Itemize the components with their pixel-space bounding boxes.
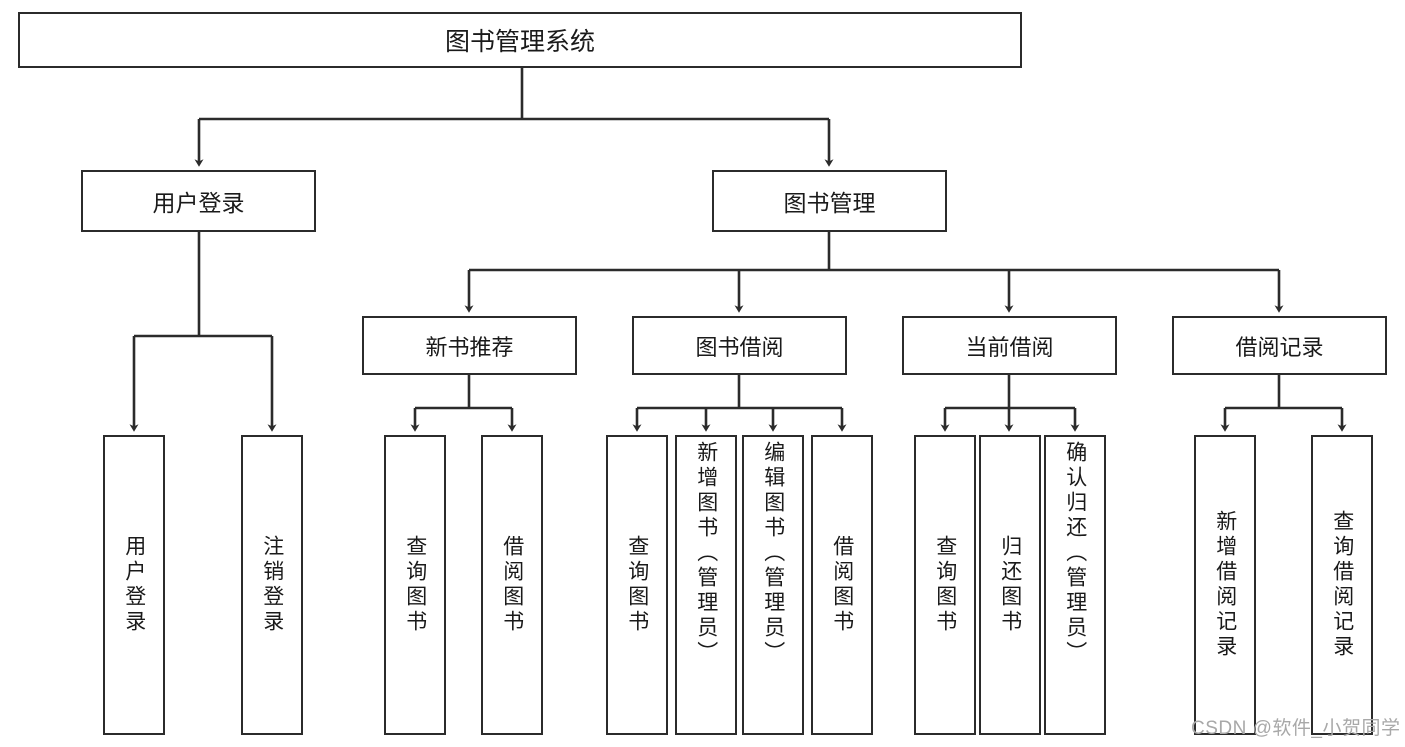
node-label: 借阅图书 xyxy=(500,535,524,635)
node-label: 当前借阅 xyxy=(965,334,1054,360)
leaf-user-login-logout[interactable]: 注销登录 xyxy=(241,435,303,735)
leaf-current-return-book[interactable]: 归还图书 xyxy=(979,435,1041,735)
node-label: 查询图书 xyxy=(625,535,649,635)
leaf-current-confirm-return-admin[interactable]: 确认归还（管理员） xyxy=(1044,435,1106,735)
leaf-borrow-query-book[interactable]: 查询图书 xyxy=(606,435,668,735)
node-new-book-recommend[interactable]: 新书推荐 xyxy=(362,316,577,375)
leaf-user-login-login[interactable]: 用户登录 xyxy=(103,435,165,735)
node-label: 用户登录 xyxy=(122,535,146,635)
node-label: 新增借阅记录 xyxy=(1213,510,1237,660)
node-book-borrow[interactable]: 图书借阅 xyxy=(632,316,847,375)
node-label: 注销登录 xyxy=(260,535,284,635)
leaf-borrow-add-book-admin[interactable]: 新增图书（管理员） xyxy=(675,435,737,735)
watermark: CSDN @软件_小贺同学 xyxy=(1191,718,1401,739)
node-label: 借阅记录 xyxy=(1235,334,1324,360)
node-label: 图书管理系统 xyxy=(444,28,595,56)
leaf-record-add-record[interactable]: 新增借阅记录 xyxy=(1194,435,1256,735)
node-label: 确认归还（管理员） xyxy=(1063,441,1087,666)
leaf-record-query-record[interactable]: 查询借阅记录 xyxy=(1311,435,1373,735)
leaf-borrow-edit-book-admin[interactable]: 编辑图书（管理员） xyxy=(742,435,804,735)
leaf-recommend-query-book[interactable]: 查询图书 xyxy=(384,435,446,735)
node-label: 编辑图书（管理员） xyxy=(761,441,785,666)
node-label: 查询图书 xyxy=(403,535,427,635)
leaf-recommend-borrow-book[interactable]: 借阅图书 xyxy=(481,435,543,735)
node-current-borrow[interactable]: 当前借阅 xyxy=(902,316,1117,375)
leaf-borrow-borrow-book[interactable]: 借阅图书 xyxy=(811,435,873,735)
node-label: 用户登录 xyxy=(152,190,245,216)
node-label: 新书推荐 xyxy=(425,334,514,360)
node-label: 图书借阅 xyxy=(695,334,784,360)
leaf-current-query-book[interactable]: 查询图书 xyxy=(914,435,976,735)
node-label: 归还图书 xyxy=(998,535,1022,635)
node-label: 查询借阅记录 xyxy=(1330,510,1354,660)
node-book-management[interactable]: 图书管理 xyxy=(712,170,947,232)
node-user-login[interactable]: 用户登录 xyxy=(81,170,316,232)
node-root-system[interactable]: 图书管理系统 xyxy=(18,12,1022,68)
node-label: 借阅图书 xyxy=(830,535,854,635)
node-label: 查询图书 xyxy=(933,535,957,635)
node-borrow-record[interactable]: 借阅记录 xyxy=(1172,316,1387,375)
node-label: 图书管理 xyxy=(783,190,876,216)
node-label: 新增图书（管理员） xyxy=(694,441,718,666)
